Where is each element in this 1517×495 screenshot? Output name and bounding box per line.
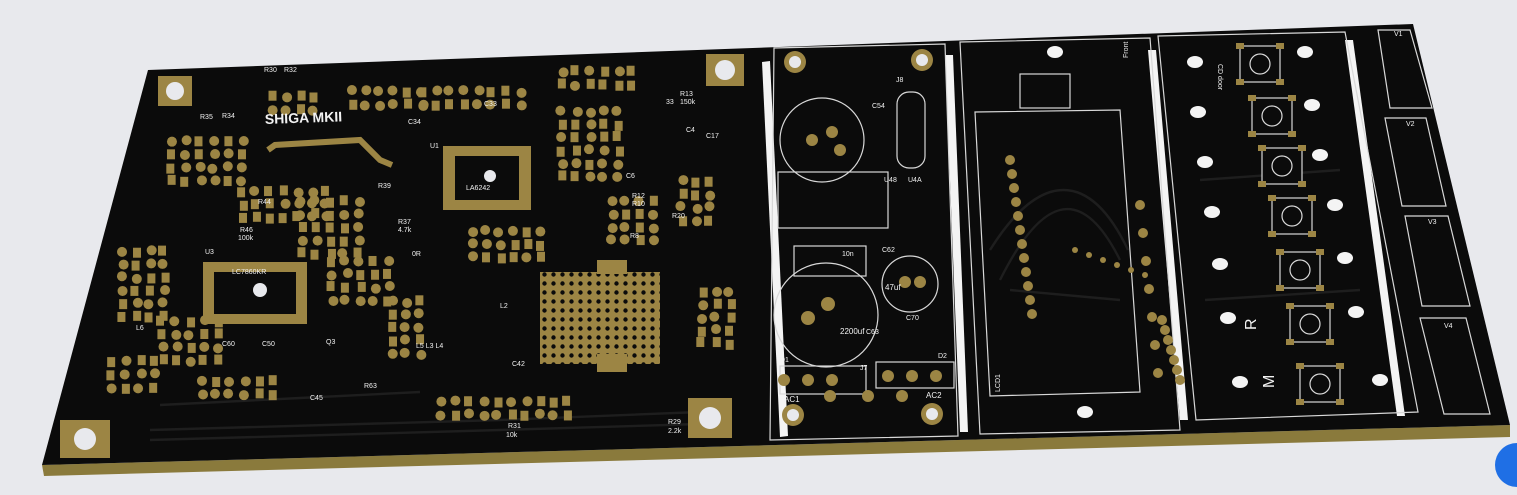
label-r46: R46 [240, 227, 253, 234]
label-l6: L6 [136, 325, 144, 332]
label-lc7860kr: LC7860KR [232, 269, 266, 276]
label-r44: R44 [258, 199, 271, 206]
label-r29: R29 [668, 419, 681, 426]
label-front: Front [1123, 42, 1130, 58]
label-r32: R32 [284, 67, 297, 74]
pcb-edge [42, 425, 1510, 476]
label-r12: R12 [632, 193, 645, 200]
label-r3-value: 33 [666, 99, 674, 106]
label-d1: D1 [780, 357, 789, 364]
label-c60: C60 [222, 341, 235, 348]
label-c63: C63 [866, 329, 879, 336]
label-c50: C50 [262, 341, 275, 348]
label-v1: V1 [1394, 31, 1403, 38]
label-cap10n: 10n [842, 251, 854, 258]
label-r37: R37 [398, 219, 411, 226]
label-v2: V2 [1406, 121, 1415, 128]
label-r46-value: 100k [238, 235, 254, 242]
label-r29-value: 2.2k [668, 428, 682, 435]
mounting-holes [60, 49, 943, 458]
board-title: SHIGA MKII [265, 108, 343, 127]
label-c34: C34 [408, 119, 421, 126]
label-q3: Q3 [326, 339, 335, 346]
ic-footprints [203, 146, 660, 372]
label-c45: C45 [310, 395, 323, 402]
label-la6242: LA6242 [466, 185, 490, 192]
label-j8: J8 [896, 77, 904, 84]
label-c70: C70 [906, 315, 919, 322]
label-l5l3l4: L5 L3 L4 [416, 343, 443, 350]
label-ac1: AC1 [784, 395, 800, 404]
label-r13: R13 [680, 91, 693, 98]
label-j7: J7 [860, 365, 868, 372]
label-m: M [1261, 375, 1278, 388]
label-r30: R30 [264, 67, 277, 74]
label-r: R [1243, 318, 1260, 330]
label-l2: L2 [500, 303, 508, 310]
label-cd-door: CD door [1216, 64, 1223, 91]
label-u48: U48 [884, 177, 897, 184]
label-c62: C62 [882, 247, 895, 254]
label-v3: V3 [1428, 219, 1437, 226]
label-r31-value: 10k [506, 432, 518, 439]
hot-trace [266, 136, 394, 168]
tactile-switches [1236, 43, 1344, 405]
pads [106, 65, 1185, 421]
label-r35: R35 [200, 114, 213, 121]
label-d2: D2 [938, 353, 947, 360]
label-r31: R31 [508, 423, 521, 430]
label-r34: R34 [222, 113, 235, 120]
label-c54: C54 [872, 103, 885, 110]
label-r20: R20 [672, 213, 685, 220]
floating-action-button[interactable] [1495, 443, 1517, 487]
label-r10: R10 [632, 201, 645, 208]
cutout-holes [1047, 46, 1388, 418]
label-u1: U1 [430, 143, 439, 150]
label-r39: R39 [378, 183, 391, 190]
label-v4: V4 [1444, 323, 1453, 330]
label-r37-value: 4.7k [398, 227, 412, 234]
silkscreen-labels: SHIGA MKII U1 LA6242 U3 LC7860KR C54 J8 … [136, 31, 1453, 439]
label-r13-value: 150k [680, 99, 696, 106]
label-c17: C17 [706, 133, 719, 140]
label-cap47uf: 47uf [885, 283, 901, 292]
label-u4a: U4A [908, 177, 922, 184]
label-c6: C6 [626, 173, 635, 180]
label-lcd1: LCD1 [995, 374, 1002, 392]
label-c4: C4 [686, 127, 695, 134]
label-r63: R63 [364, 383, 377, 390]
label-r8: R8 [630, 233, 639, 240]
label-c42: C42 [512, 361, 525, 368]
label-cap2200uf: 2200uf [840, 327, 865, 336]
label-ac2: AC2 [926, 391, 942, 400]
label-c33: C33 [484, 101, 497, 108]
label-r62-value: 0R [412, 251, 421, 258]
label-u3: U3 [205, 249, 214, 256]
traces [149, 168, 1361, 442]
